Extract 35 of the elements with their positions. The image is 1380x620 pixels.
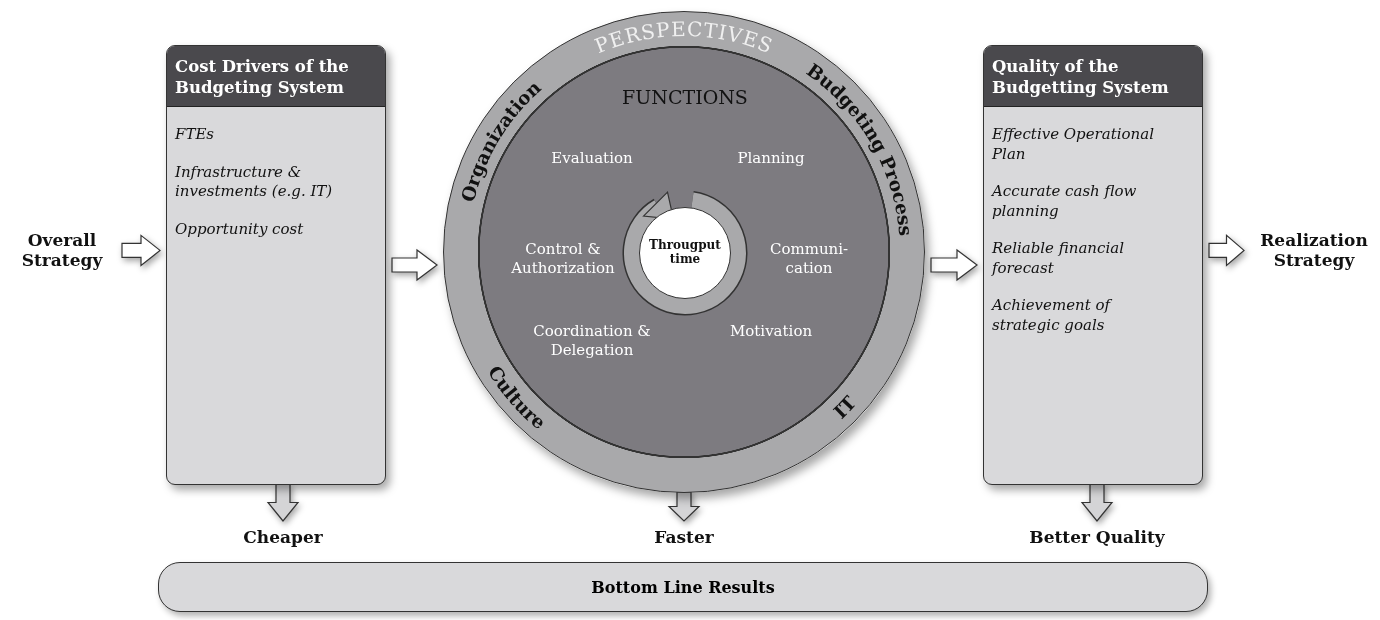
flow-label: Better Quality bbox=[1017, 527, 1177, 548]
function-label: Control & Authorization bbox=[510, 240, 616, 278]
flow-label: Faster bbox=[624, 527, 744, 548]
panel-card bbox=[166, 45, 386, 485]
block-arrow bbox=[1080, 483, 1114, 522]
panel-heading: Quality of the Budgetting System bbox=[984, 46, 1202, 108]
block-arrow bbox=[667, 491, 701, 522]
block-arrow bbox=[121, 234, 161, 267]
center-label: Througput time bbox=[648, 239, 722, 267]
list-item: Effective Operational Plan bbox=[992, 125, 1155, 165]
ring-label: PERSPECTIVES bbox=[590, 16, 777, 58]
function-label: Evaluation bbox=[551, 148, 633, 168]
list-item: FTEs bbox=[175, 125, 216, 145]
flow-label: Cheaper bbox=[223, 527, 343, 548]
result-label: Bottom Line Results bbox=[591, 577, 775, 597]
list-item: Infrastructure & investments (e.g. IT) bbox=[175, 162, 334, 202]
ring-label: IT bbox=[829, 391, 860, 422]
block-arrow bbox=[930, 248, 978, 282]
list-item: Opportunity cost bbox=[175, 219, 305, 240]
panel-heading: Cost Drivers of the Budgeting System bbox=[167, 46, 385, 108]
result-bar bbox=[158, 562, 1208, 612]
panel-card bbox=[983, 45, 1203, 485]
list-item: Accurate cash flow planning bbox=[992, 182, 1138, 222]
list-item: Reliable financial forecast bbox=[992, 239, 1125, 279]
block-arrow bbox=[266, 483, 300, 522]
flow-label: Overall Strategy bbox=[8, 230, 116, 271]
flow-label: Realization Strategy bbox=[1250, 230, 1378, 271]
function-label: Motivation bbox=[729, 321, 813, 341]
block-arrow bbox=[1208, 234, 1245, 267]
block-arrow bbox=[391, 248, 438, 282]
function-label: Planning bbox=[737, 148, 805, 168]
section-heading: FUNCTIONS bbox=[622, 86, 748, 110]
function-label: Communi- cation bbox=[768, 240, 850, 278]
list-item: Achievement of strategic goals bbox=[992, 296, 1113, 336]
function-label: Coordination & Delegation bbox=[532, 322, 652, 360]
